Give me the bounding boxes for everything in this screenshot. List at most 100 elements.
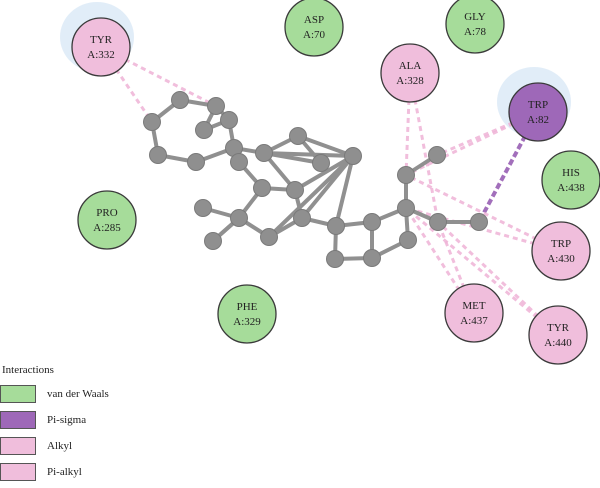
residue-node-shape — [77, 190, 137, 250]
residue-pro285: PRO A:285 — [77, 190, 137, 250]
residue-chain-id: A:437 — [460, 315, 488, 327]
residue-chain-id: A:328 — [396, 75, 424, 87]
bond — [262, 151, 355, 158]
legend-label: Pi-sigma — [47, 413, 87, 426]
carbon-atom — [363, 249, 381, 267]
residue-node-shape — [380, 43, 440, 103]
carbon-atom — [207, 97, 225, 115]
residue-name: TRP — [551, 238, 571, 250]
residue-phe329: PHE A:329 — [217, 284, 277, 344]
residue-chain-id: A:78 — [464, 26, 487, 38]
carbon-atom — [344, 147, 362, 165]
interaction-tyr332-a2 — [99, 46, 154, 123]
carbon-atom — [187, 153, 205, 171]
residue-chain-id: A:329 — [233, 316, 261, 328]
residue-node-shape — [531, 221, 591, 281]
residue-name: TRP — [528, 99, 548, 111]
residue-name: PRO — [96, 207, 117, 219]
residue-name: TYR — [90, 34, 113, 46]
residue-node-shape — [217, 284, 277, 344]
carbon-atom — [149, 146, 167, 164]
legend-item-alkyl: Alkyl — [0, 436, 200, 455]
bond — [296, 134, 355, 158]
residue-node-shape — [528, 305, 588, 365]
interaction-met437-a29 — [436, 221, 476, 314]
carbon-atom — [312, 154, 330, 172]
residue-node-shape — [444, 283, 504, 343]
carbon-atom — [428, 146, 446, 164]
residue-name: ASP — [304, 14, 324, 26]
residue-name: PHE — [237, 301, 258, 313]
residue-chain-id: A:82 — [527, 114, 549, 126]
bond — [293, 154, 355, 192]
carbon-atom — [429, 213, 447, 231]
residue-trp82: TRP A:82 — [508, 82, 568, 142]
legend-swatch — [0, 410, 36, 429]
legend-label: Pi-alkyl — [47, 465, 82, 478]
residue-tyr440: TYR A:440 — [528, 305, 588, 365]
carbon-atom — [230, 153, 248, 171]
interaction-tyr440-a26 — [405, 206, 559, 337]
residue-trp430: TRP A:430 — [531, 221, 591, 281]
residue-node-shape — [508, 82, 568, 142]
carbon-atom — [253, 179, 271, 197]
carbon-atom — [143, 113, 161, 131]
carbon-atom — [399, 231, 417, 249]
legend-swatch — [0, 384, 36, 403]
legend-title: Interactions — [2, 364, 54, 376]
residue-node-shape — [541, 150, 600, 210]
residue-chain-id: A:332 — [87, 49, 115, 61]
carbon-atom — [326, 250, 344, 268]
ligand-atoms — [143, 91, 488, 268]
carbon-atom — [397, 166, 415, 184]
residue-met437: MET A:437 — [444, 283, 504, 343]
legend-label: van der Waals — [47, 387, 109, 400]
carbon-atom — [327, 217, 345, 235]
legend-swatch — [0, 462, 36, 481]
carbon-atom — [255, 144, 273, 162]
residue-chain-id: A:440 — [544, 337, 572, 349]
legend-label: Alkyl — [47, 439, 73, 452]
legend-swatch — [0, 436, 36, 455]
carbon-atom — [204, 232, 222, 250]
residue-his438: HIS A:438 — [541, 150, 600, 210]
residue-node-shape — [71, 17, 131, 77]
interaction-ala328-a29 — [408, 72, 440, 223]
residue-name: GLY — [464, 11, 486, 23]
carbon-atom — [293, 209, 311, 227]
residue-chain-id: A:285 — [93, 222, 121, 234]
residue-node-shape — [445, 0, 505, 54]
carbon-atom — [230, 209, 248, 227]
carbon-atom — [470, 213, 488, 231]
residue-name: HIS — [562, 167, 580, 179]
residue-chain-id: A:70 — [303, 29, 326, 41]
carbon-atom — [260, 228, 278, 246]
residue-name: MET — [462, 300, 486, 312]
carbon-atom — [397, 199, 415, 217]
carbon-atom — [171, 91, 189, 109]
residue-asp70: ASP A:70 — [284, 0, 344, 57]
residue-gly78: GLY A:78 — [445, 0, 505, 54]
carbon-atom — [195, 121, 213, 139]
residue-chain-id: A:438 — [557, 182, 585, 194]
residue-chain-id: A:430 — [547, 253, 575, 265]
carbon-atom — [194, 199, 212, 217]
legend-item-pi-sigma: Pi-sigma — [0, 410, 200, 429]
residue-tyr332: TYR A:332 — [71, 17, 131, 77]
interaction-ala328-a27 — [404, 72, 412, 176]
residue-node-shape — [284, 0, 344, 57]
legend-item-van-der-waals: van der Waals — [0, 384, 200, 403]
residue-name: TYR — [547, 322, 570, 334]
interaction-trp82-a27 — [405, 110, 539, 177]
carbon-atom — [289, 127, 307, 145]
carbon-atom — [363, 213, 381, 231]
bond — [267, 154, 355, 239]
bond — [334, 154, 355, 228]
carbon-atom — [286, 181, 304, 199]
residue-name: ALA — [399, 60, 422, 72]
carbon-atom — [220, 111, 238, 129]
legend-item-pi-alkyl: Pi-alkyl — [0, 462, 200, 481]
